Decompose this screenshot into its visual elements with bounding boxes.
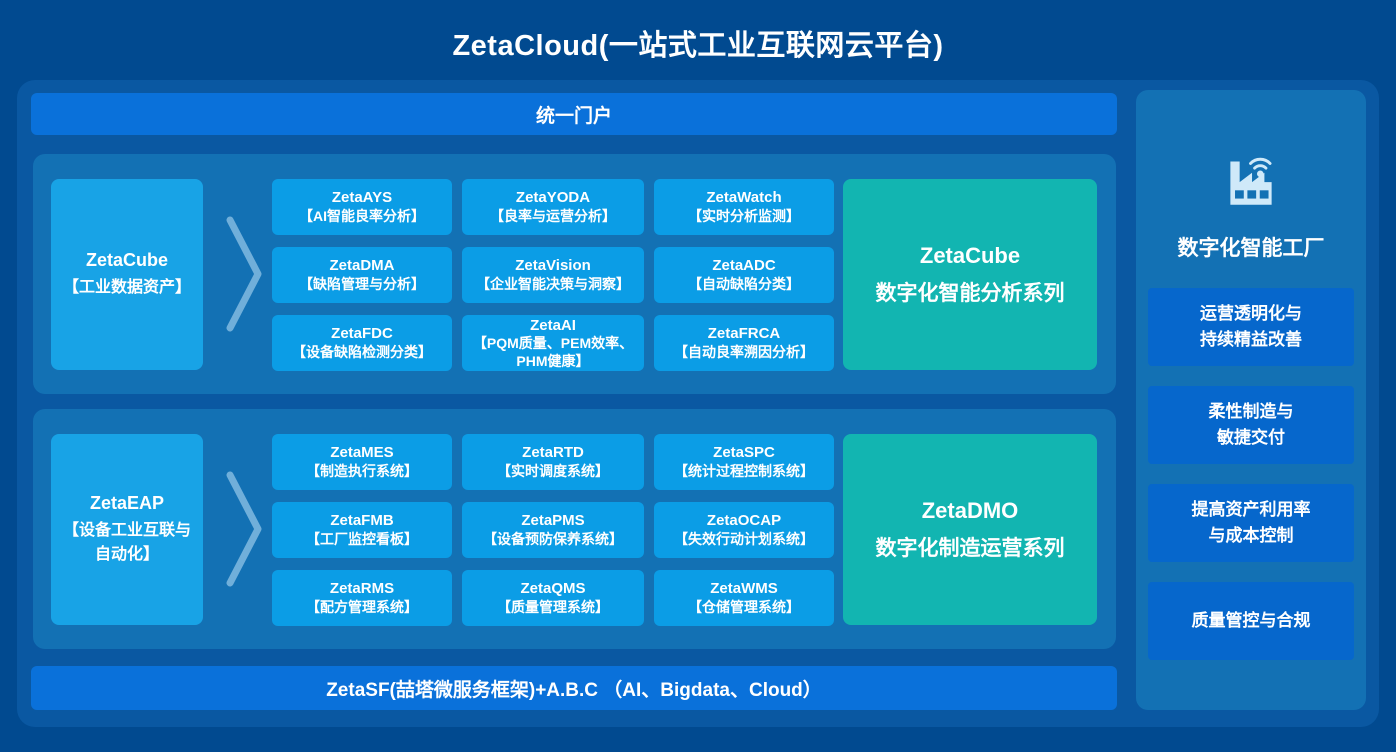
product-desc: 【工厂监控看板】 — [306, 530, 418, 547]
product-box: ZetaWMS 【仓储管理系统】 — [654, 570, 834, 626]
product-name: ZetaFDC — [331, 325, 393, 343]
series-desc: 数字化智能分析系列 — [875, 281, 1065, 305]
framework-bar-label: ZetaSF(喆塔微服务框架)+A.B.C （AI、Bigdata、Cloud） — [326, 679, 822, 701]
product-desc: 【良率与运营分析】 — [490, 207, 616, 224]
product-desc: 【制造执行系统】 — [306, 462, 418, 479]
series-name: ZetaCube — [919, 242, 1021, 268]
product-desc: 【仓储管理系统】 — [688, 598, 800, 615]
series-name: ZetaDMO — [921, 497, 1019, 523]
unified-portal-bar: 统一门户 — [31, 93, 1117, 135]
product-box: ZetaFMB 【工厂监控看板】 — [272, 502, 452, 558]
product-box: ZetaYODA 【良率与运营分析】 — [462, 179, 644, 235]
series-box-zetacube: ZetaCube 数字化智能分析系列 — [843, 179, 1097, 370]
series-box-zetadmo: ZetaDMO 数字化制造运营系列 — [843, 434, 1097, 625]
product-desc: 【质量管理系统】 — [497, 598, 609, 615]
sidebar-title: 数字化智能工厂 — [1177, 237, 1325, 260]
page-title: ZetaCloud(一站式工业互联网云平台) — [452, 30, 944, 62]
series-desc: 数字化制造运营系列 — [875, 536, 1065, 560]
smart-factory-sidebar: 数字化智能工厂 运营透明化与 持续精益改善 柔性制造与 敏捷交付 提高资产利用率… — [1136, 90, 1366, 710]
benefit-box: 柔性制造与 敏捷交付 — [1148, 386, 1354, 464]
benefit-box: 质量管控与合规 — [1148, 582, 1354, 660]
product-box: ZetaOCAP 【失效行动计划系统】 — [654, 502, 834, 558]
product-box: ZetaRTD 【实时调度系统】 — [462, 434, 644, 490]
product-box: ZetaFDC 【设备缺陷检测分类】 — [272, 315, 452, 371]
section-manufacturing-series: ZetaEAP 【设备工业互联与 自动化】 ZetaMES 【制造执行系统】 Z… — [33, 409, 1116, 649]
product-name: ZetaVision — [515, 257, 591, 275]
product-name: ZetaAYS — [331, 189, 393, 207]
product-desc: 【失效行动计划系统】 — [674, 530, 814, 547]
product-name: ZetaFRCA — [707, 325, 781, 343]
source-desc: 【设备工业互联与 自动化】 — [62, 522, 191, 563]
product-name: ZetaRMS — [329, 580, 395, 598]
source-name: ZetaCube — [85, 249, 168, 270]
product-name: ZetaRTD — [522, 444, 584, 462]
product-name: ZetaQMS — [520, 580, 586, 598]
product-box: ZetaDMA 【缺陷管理与分析】 — [272, 247, 452, 303]
product-box: ZetaMES 【制造执行系统】 — [272, 434, 452, 490]
source-box-zetacube: ZetaCube 【工业数据资产】 — [51, 179, 203, 370]
product-name: ZetaMES — [330, 444, 394, 462]
product-box: ZetaVision 【企业智能决策与洞察】 — [462, 247, 644, 303]
product-box: ZetaQMS 【质量管理系统】 — [462, 570, 644, 626]
product-name: ZetaOCAP — [706, 512, 782, 530]
product-desc: 【统计过程控制系统】 — [674, 462, 814, 479]
smart-factory-icon — [1230, 157, 1272, 205]
product-box: ZetaADC 【自动缺陷分类】 — [654, 247, 834, 303]
source-desc: 【工业数据资产】 — [62, 278, 191, 296]
product-desc: 【配方管理系统】 — [306, 598, 418, 615]
product-name: ZetaFMB — [330, 512, 394, 530]
product-box: ZetaAYS 【AI智能良率分析】 — [272, 179, 452, 235]
product-desc: 【实时调度系统】 — [497, 462, 609, 479]
product-desc: 【设备缺陷检测分类】 — [292, 343, 432, 360]
product-desc: 【企业智能决策与洞察】 — [476, 275, 630, 292]
product-name: ZetaSPC — [713, 444, 775, 462]
source-name: ZetaEAP — [89, 493, 165, 514]
product-desc: 【PQM质量、PEM效率、 PHM健康】 — [472, 334, 634, 369]
product-name: ZetaYODA — [515, 189, 591, 207]
product-box: ZetaFRCA 【自动良率溯因分析】 — [654, 315, 834, 371]
product-desc: 【AI智能良率分析】 — [299, 207, 425, 224]
product-desc: 【自动良率溯因分析】 — [674, 343, 814, 360]
benefit-box: 运营透明化与 持续精益改善 — [1148, 288, 1354, 366]
product-box: ZetaWatch 【实时分析监测】 — [654, 179, 834, 235]
product-name: ZetaPMS — [521, 512, 585, 530]
section-analytics-series: ZetaCube 【工业数据资产】 ZetaAYS 【AI智能良率分析】 Zet… — [33, 154, 1116, 394]
product-name: ZetaADC — [712, 257, 776, 275]
product-box: ZetaRMS 【配方管理系统】 — [272, 570, 452, 626]
framework-bar: ZetaSF(喆塔微服务框架)+A.B.C （AI、Bigdata、Cloud） — [31, 666, 1117, 710]
product-desc: 【自动缺陷分类】 — [688, 275, 800, 292]
product-name: ZetaAI — [530, 316, 576, 334]
product-desc: 【设备预防保养系统】 — [483, 530, 623, 547]
product-desc: 【实时分析监测】 — [688, 207, 800, 224]
source-box-zetaeap: ZetaEAP 【设备工业互联与 自动化】 — [51, 434, 203, 625]
platform-panel: 统一门户 ZetaCube 【工业数据资产】 ZetaAYS 【AI智能良率分析… — [17, 80, 1379, 727]
product-box: ZetaAI 【PQM质量、PEM效率、 PHM健康】 — [462, 315, 644, 371]
product-name: ZetaWatch — [706, 189, 782, 207]
product-box: ZetaPMS 【设备预防保养系统】 — [462, 502, 644, 558]
product-name: ZetaDMA — [329, 257, 395, 275]
chevron-right-icon — [226, 471, 262, 587]
chevron-right-icon — [226, 216, 262, 332]
product-name: ZetaWMS — [710, 580, 778, 598]
product-box: ZetaSPC 【统计过程控制系统】 — [654, 434, 834, 490]
unified-portal-label: 统一门户 — [535, 105, 612, 127]
product-desc: 【缺陷管理与分析】 — [299, 275, 425, 292]
benefit-box: 提高资产利用率 与成本控制 — [1148, 484, 1354, 562]
